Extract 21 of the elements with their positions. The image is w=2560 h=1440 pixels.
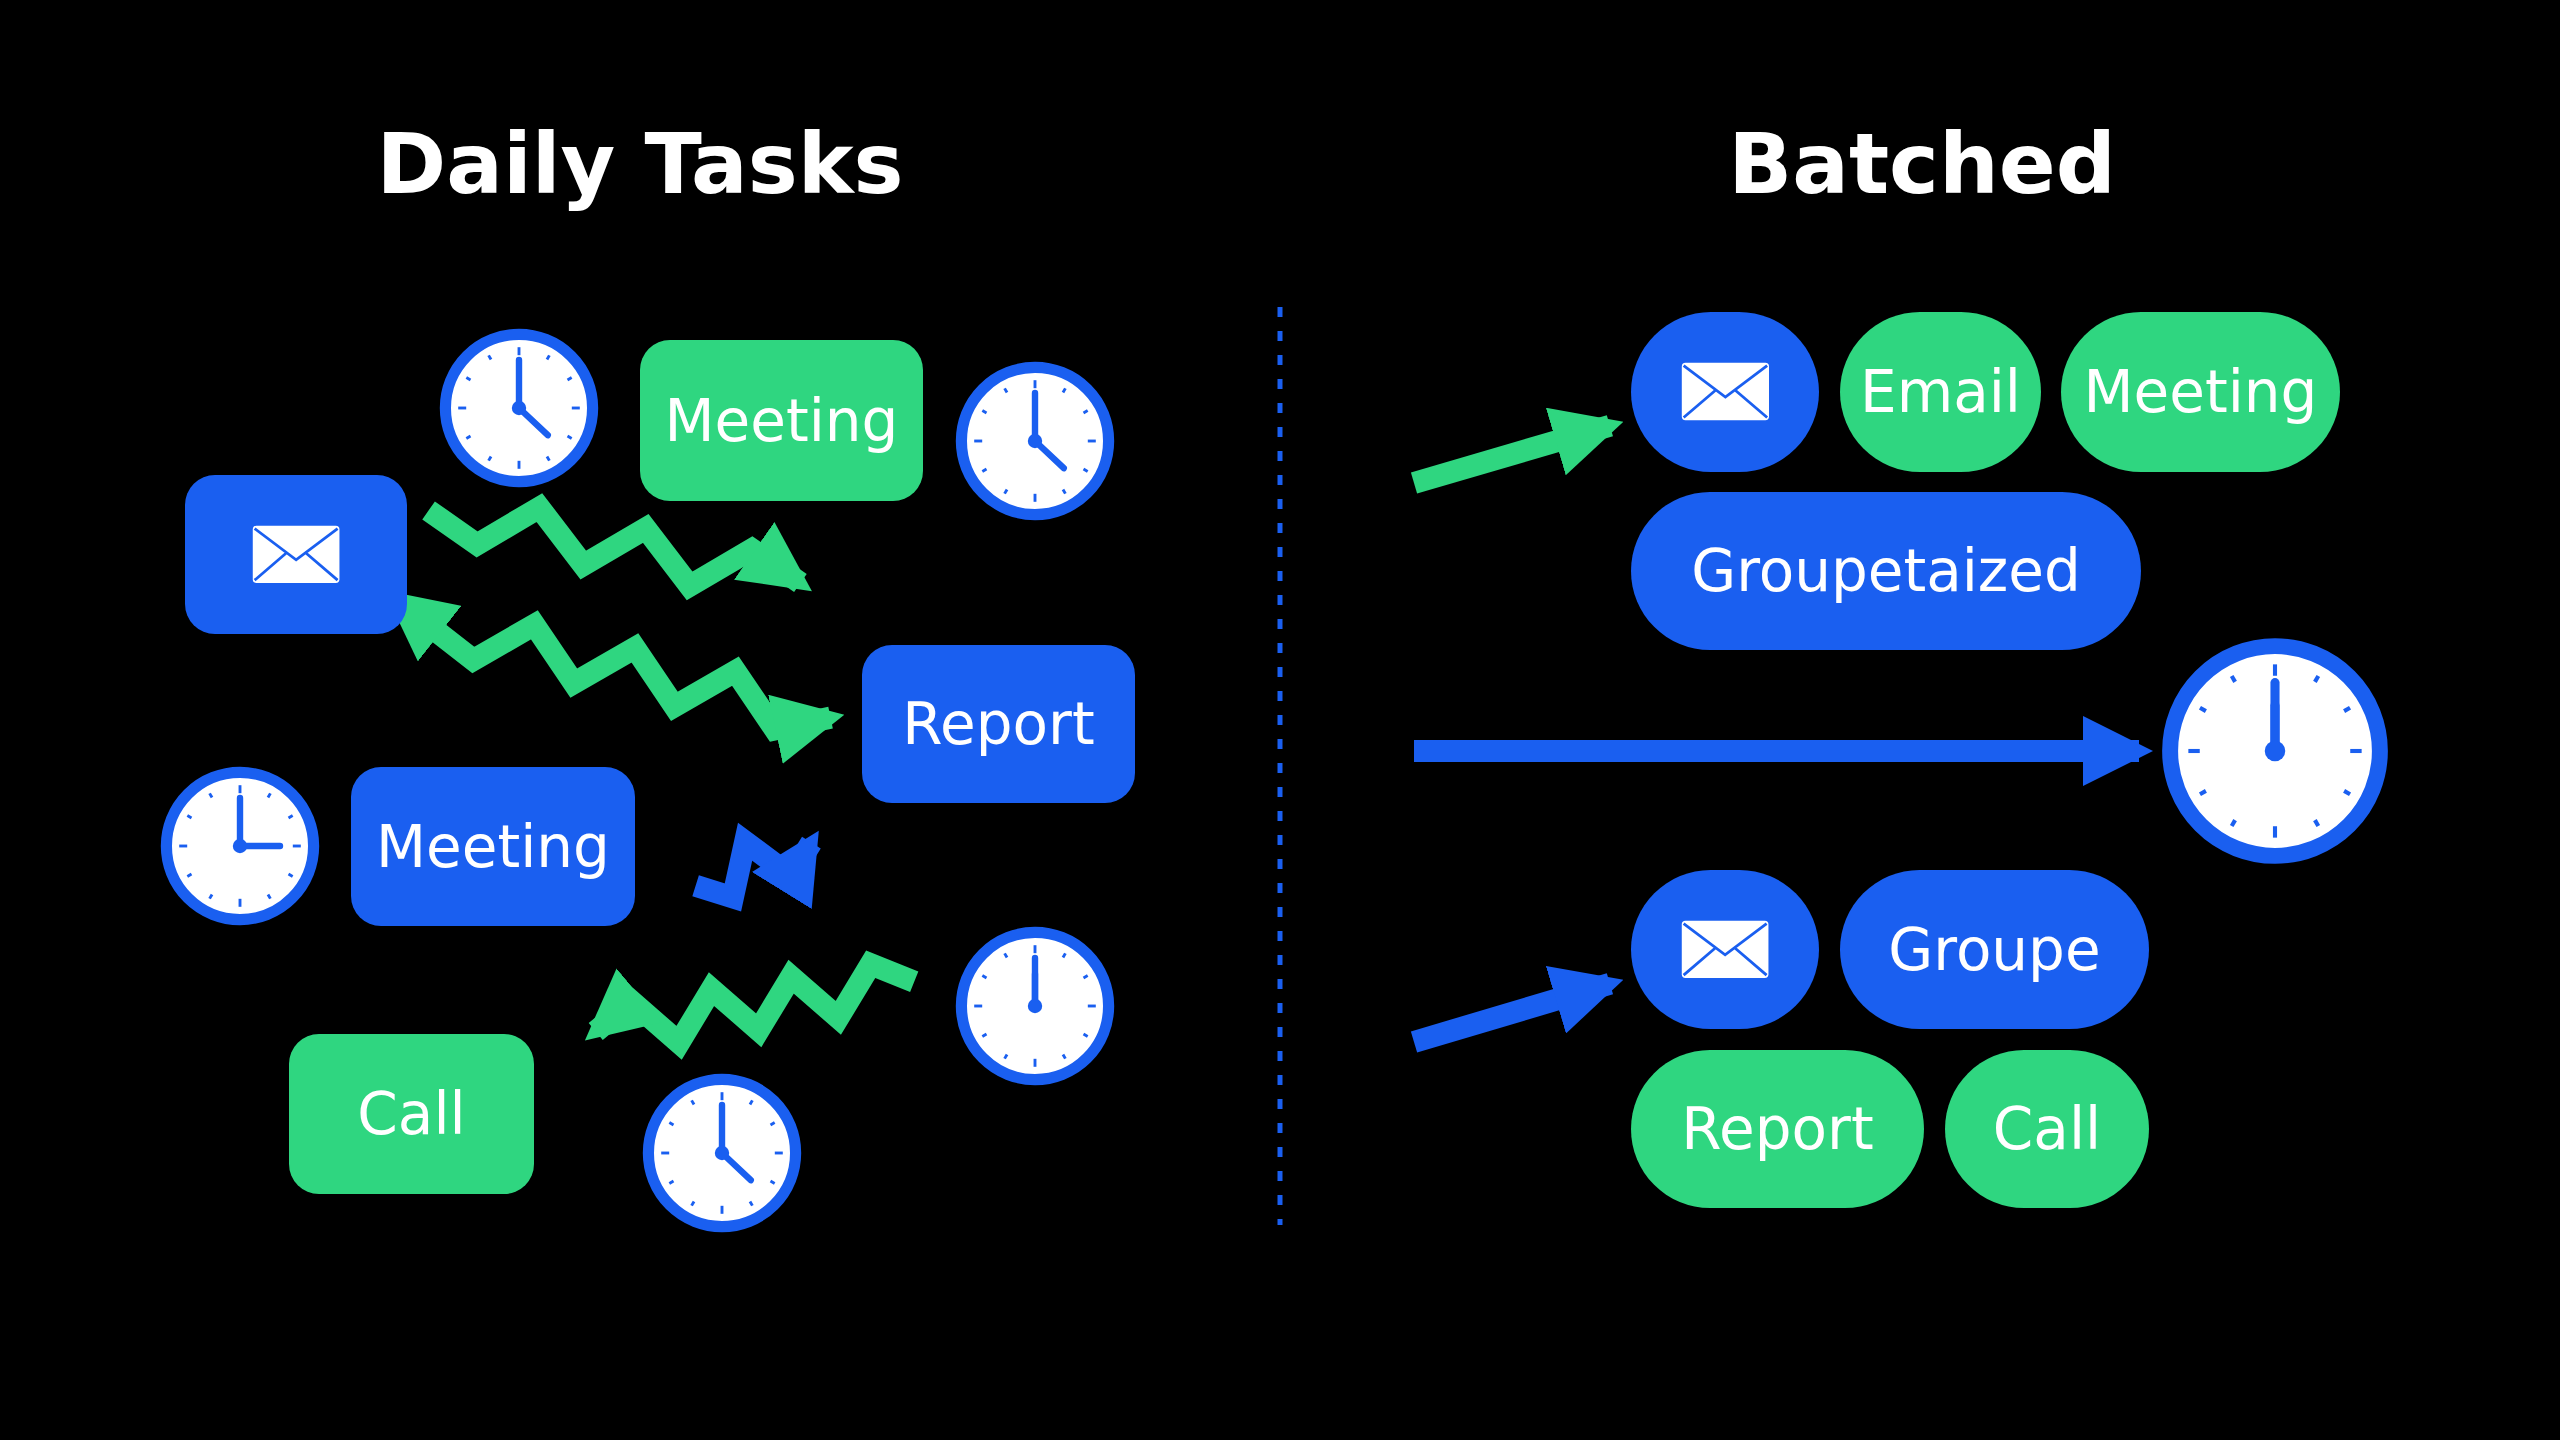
task-card: Call (289, 1034, 534, 1194)
task-card: Call (1945, 1050, 2149, 1208)
task-card: Meeting (351, 767, 635, 926)
zigzag-arrow (422, 493, 812, 601)
email-card (185, 475, 407, 634)
clock-icon (955, 926, 1115, 1086)
heading: Daily Tasks (376, 115, 904, 213)
arrow (1414, 715, 2154, 787)
heading: Batched (1728, 115, 2116, 213)
task-card: Meeting (2061, 312, 2340, 472)
arrow (1410, 407, 1624, 494)
task-card: Groupe (1840, 870, 2149, 1029)
task-card: Email (1840, 312, 2041, 472)
arrow (1410, 966, 1624, 1053)
clock-icon (2161, 637, 2389, 865)
zigzag-arrow (584, 950, 919, 1060)
zigzag-arrow (692, 822, 821, 912)
task-card: Report (862, 645, 1135, 803)
task-card: Groupetaized (1631, 492, 2141, 650)
task-card: Meeting (640, 340, 923, 501)
task-card: Report (1631, 1050, 1924, 1208)
